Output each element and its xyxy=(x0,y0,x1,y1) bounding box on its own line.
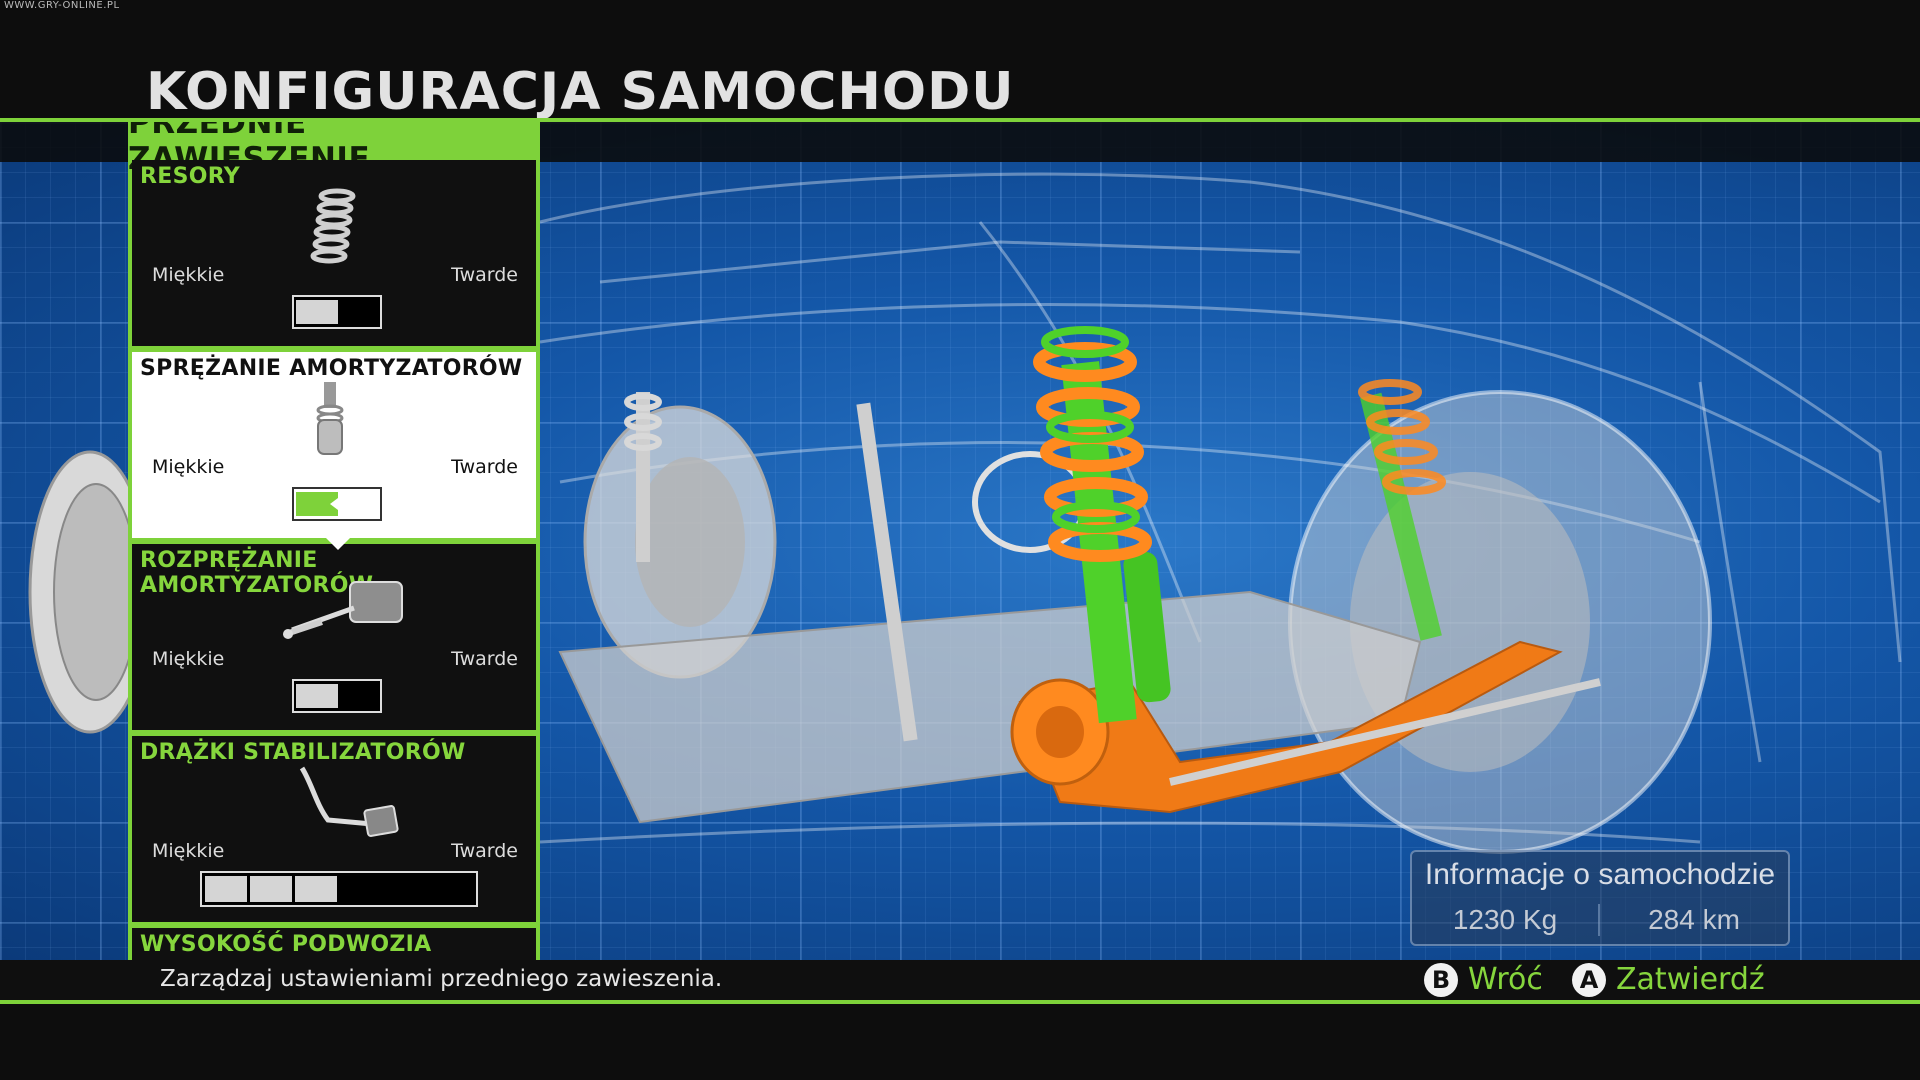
top-rule xyxy=(0,118,1920,122)
a-button-icon: A xyxy=(1572,962,1606,997)
springs-slider[interactable] xyxy=(292,295,382,329)
bump-slider[interactable] xyxy=(292,487,382,521)
coil-spring-icon xyxy=(262,188,412,264)
slider-handle[interactable] xyxy=(330,498,338,510)
car-info-box: Informacje o samochodzie 1230 Kg 284 km xyxy=(1410,850,1790,946)
hard-label: Twarde xyxy=(451,264,518,286)
car-info-title: Informacje o samochodzie xyxy=(1424,858,1776,891)
setting-title: RESORY xyxy=(140,164,240,189)
back-button[interactable]: B Wróć xyxy=(1424,962,1543,997)
b-button-icon: B xyxy=(1424,962,1458,997)
car-weight: 1230 Kg xyxy=(1412,904,1600,936)
watermark: WWW.GRY-ONLINE.PL xyxy=(4,0,120,11)
selection-pointer xyxy=(326,538,350,550)
setting-ride-height[interactable]: WYSOKOŚĆ PODWOZIA xyxy=(132,928,536,960)
page-title: KONFIGURACJA SAMOCHODU xyxy=(146,62,1015,122)
damper-icon xyxy=(262,572,412,648)
soft-label: Miękkie xyxy=(152,456,225,478)
rebound-slider[interactable] xyxy=(292,679,382,713)
back-label: Wróć xyxy=(1468,962,1543,997)
slider-segment xyxy=(250,876,292,902)
soft-label: Miękkie xyxy=(152,264,225,286)
soft-label: Miękkie xyxy=(152,648,225,670)
soft-label: Miękkie xyxy=(152,840,225,862)
confirm-button[interactable]: A Zatwierdź xyxy=(1572,962,1765,997)
setting-springs[interactable]: RESORY Miękkie Twarde xyxy=(132,160,536,346)
left-wheel xyxy=(28,450,152,734)
front-suspension-panel: PRZEDNIE ZAWIESZENIE RESORY Miękkie Twar… xyxy=(128,122,540,960)
anti-roll-bars-slider[interactable] xyxy=(200,871,478,907)
hard-label: Twarde xyxy=(451,840,518,862)
slider-segment xyxy=(205,876,247,902)
bottom-rule xyxy=(0,1000,1920,1004)
panel-header: PRZEDNIE ZAWIESZENIE xyxy=(128,122,371,177)
car-suspension-illustration xyxy=(28,172,1902,854)
anti-roll-bar-icon xyxy=(262,764,412,840)
setting-bump[interactable]: SPRĘŻANIE AMORTYZATORÓW Miękkie Twarde xyxy=(132,352,536,550)
car-distance: 284 km xyxy=(1648,904,1740,935)
slider-fill xyxy=(296,684,338,708)
setting-title: SPRĘŻANIE AMORTYZATORÓW xyxy=(140,356,523,381)
setting-title: DRĄŻKI STABILIZATORÓW xyxy=(140,740,466,765)
shock-absorber-icon xyxy=(262,380,412,456)
hint-text: Zarządzaj ustawieniami przedniego zawies… xyxy=(160,966,723,992)
setting-title: ROZPRĘŻANIE AMORTYZATORÓW xyxy=(140,548,374,598)
hard-label: Twarde xyxy=(451,456,518,478)
setting-rebound[interactable]: ROZPRĘŻANIE AMORTYZATORÓW Miękkie Twarde xyxy=(132,544,536,730)
setting-title: WYSOKOŚĆ PODWOZIA xyxy=(140,932,432,957)
slider-segment xyxy=(295,876,337,902)
setting-anti-roll-bars[interactable]: DRĄŻKI STABILIZATORÓW Miękkie Twarde xyxy=(132,736,536,922)
hard-label: Twarde xyxy=(451,648,518,670)
slider-fill xyxy=(296,300,338,324)
confirm-label: Zatwierdź xyxy=(1616,962,1765,997)
